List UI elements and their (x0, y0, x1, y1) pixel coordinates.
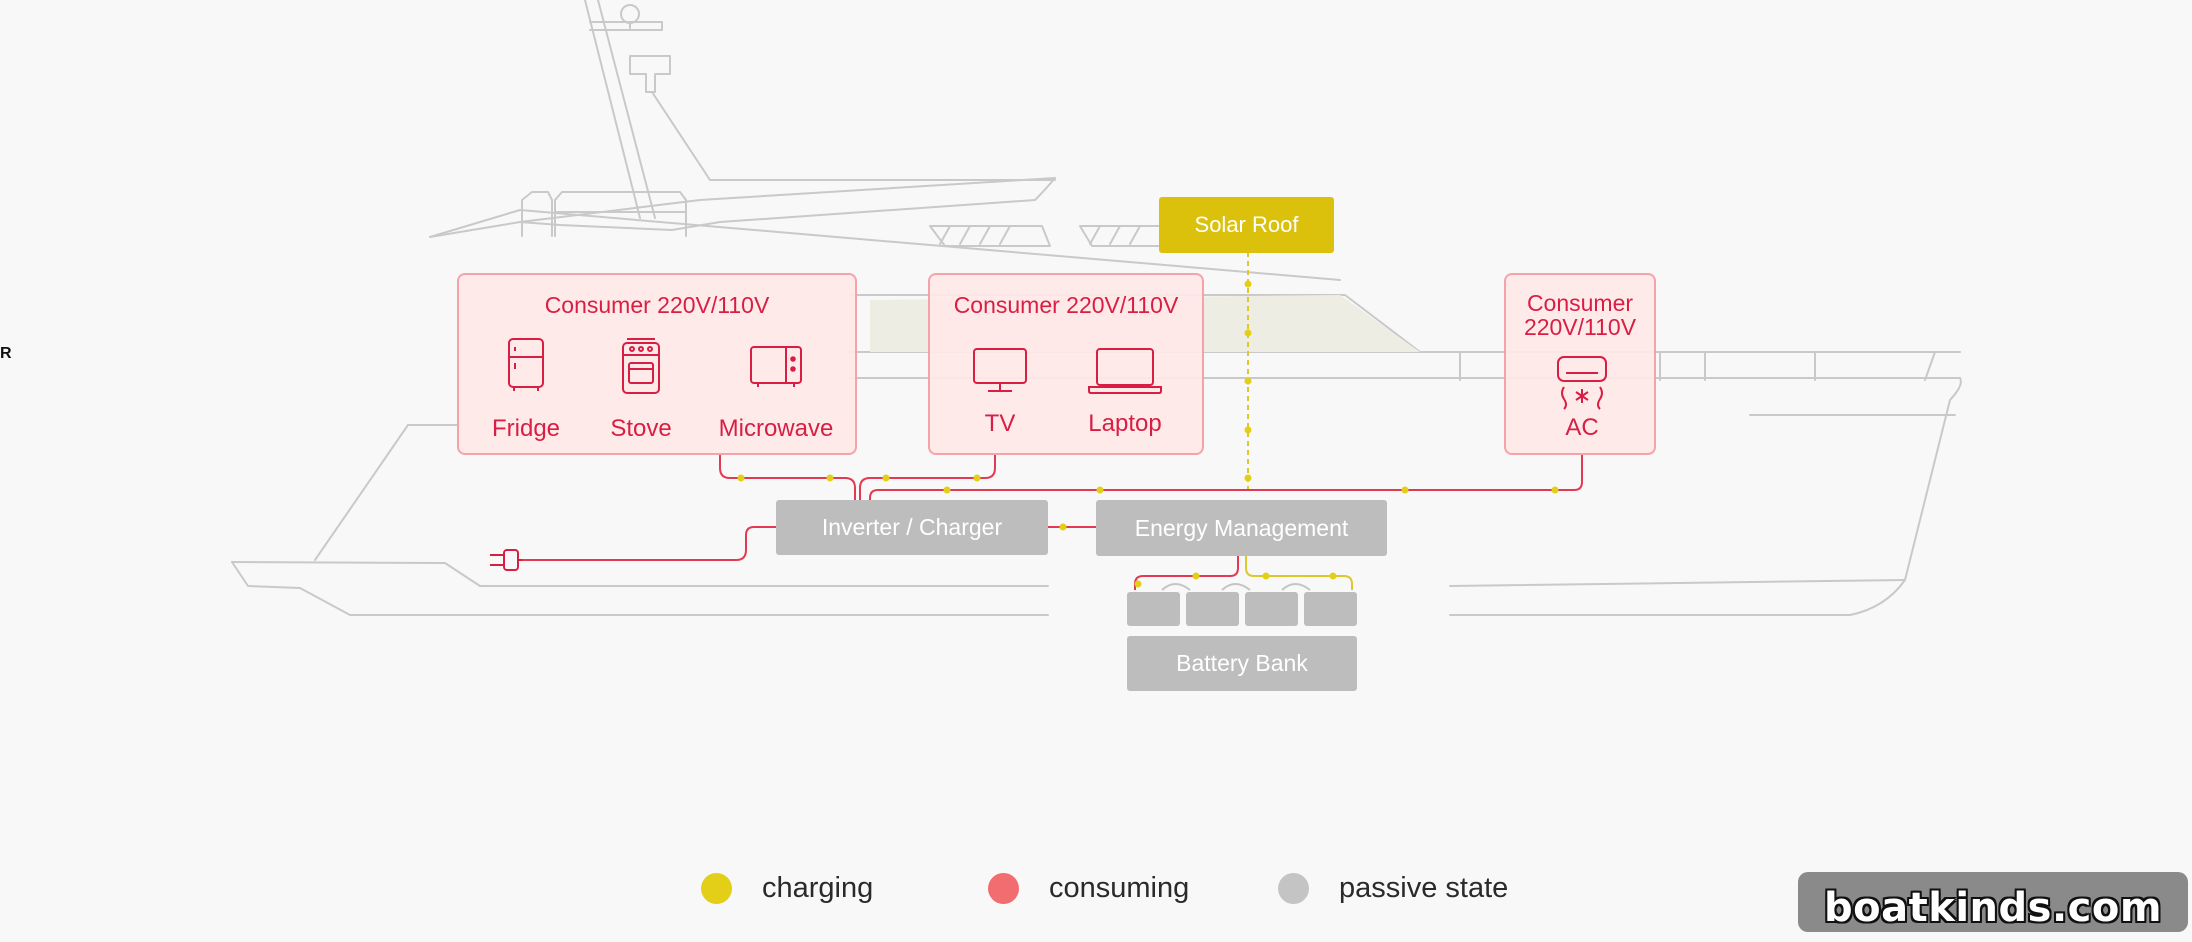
battery-cell (1127, 592, 1180, 626)
device-tv[interactable]: TV (950, 347, 1050, 437)
device-label: AC (1565, 414, 1599, 441)
microwave-icon (750, 346, 802, 387)
consumer-title-line1: Consumer (1526, 290, 1634, 316)
plug-icon (490, 549, 522, 571)
device-stove[interactable]: Stove (586, 337, 696, 442)
device-label: Stove (610, 415, 672, 442)
battery-cell (1245, 592, 1298, 626)
solar-roof-label: Solar Roof (1194, 212, 1299, 237)
flow-dots (737, 280, 1559, 588)
energy-management-label: Energy Management (1134, 514, 1349, 541)
consumer-title: Consumer 220V/110V (1506, 291, 1654, 339)
legend-consuming-label: consuming (1049, 871, 1190, 904)
air-conditioner-icon (1557, 356, 1607, 410)
device-label: Microwave (718, 415, 834, 442)
energy-management-box[interactable]: Energy Management (1096, 500, 1387, 556)
laptop-icon (1088, 348, 1162, 394)
consumer-box-kitchen[interactable]: Consumer 220V/110V Fridge Stove (457, 273, 857, 455)
device-label: Laptop (1088, 410, 1162, 437)
device-ac[interactable]: AC (1517, 355, 1647, 441)
legend-charging: charging (701, 868, 873, 908)
brand-watermark: boatkinds.com (1798, 872, 2188, 932)
device-label: TV (984, 410, 1016, 437)
legend-charging-label: charging (762, 871, 874, 904)
device-fridge[interactable]: Fridge (471, 337, 581, 442)
consumer-title: Consumer 220V/110V (953, 292, 1179, 318)
charging-wires (1245, 556, 1353, 590)
battery-cell (1304, 592, 1357, 626)
legend-passive-dot (1278, 872, 1309, 904)
inverter-charger-box[interactable]: Inverter / Charger (776, 500, 1048, 555)
inverter-charger-label: Inverter / Charger (821, 514, 1003, 540)
battery-bank-label: Battery Bank (1176, 650, 1308, 676)
tv-icon (973, 348, 1027, 392)
edge-letter: R (0, 345, 12, 362)
legend-passive: passive state (1278, 868, 1508, 908)
device-laptop[interactable]: Laptop (1070, 347, 1180, 437)
legend-consuming: consuming (988, 868, 1189, 908)
battery-links (1161, 583, 1311, 591)
legend-charging-dot (701, 872, 732, 904)
device-label: Fridge (491, 415, 561, 442)
consumer-box-electronics[interactable]: Consumer 220V/110V TV Laptop (928, 273, 1204, 455)
solar-roof-box[interactable]: Solar Roof (1159, 197, 1334, 253)
device-microwave[interactable]: Microwave (706, 337, 846, 442)
legend-consuming-dot (988, 872, 1019, 904)
battery-cell (1186, 592, 1239, 626)
consumer-title-line2: 220V/110V (1523, 314, 1637, 340)
brand-text: boatkinds.com (1823, 885, 2163, 931)
legend-passive-label: passive state (1339, 871, 1509, 904)
consumer-box-climate[interactable]: Consumer 220V/110V AC (1504, 273, 1656, 455)
fridge-icon (508, 338, 544, 391)
consuming-wires (520, 455, 1583, 590)
consumer-title: Consumer 220V/110V (544, 292, 770, 318)
battery-bank-box[interactable]: Battery Bank (1127, 636, 1357, 691)
stove-icon (622, 338, 660, 394)
